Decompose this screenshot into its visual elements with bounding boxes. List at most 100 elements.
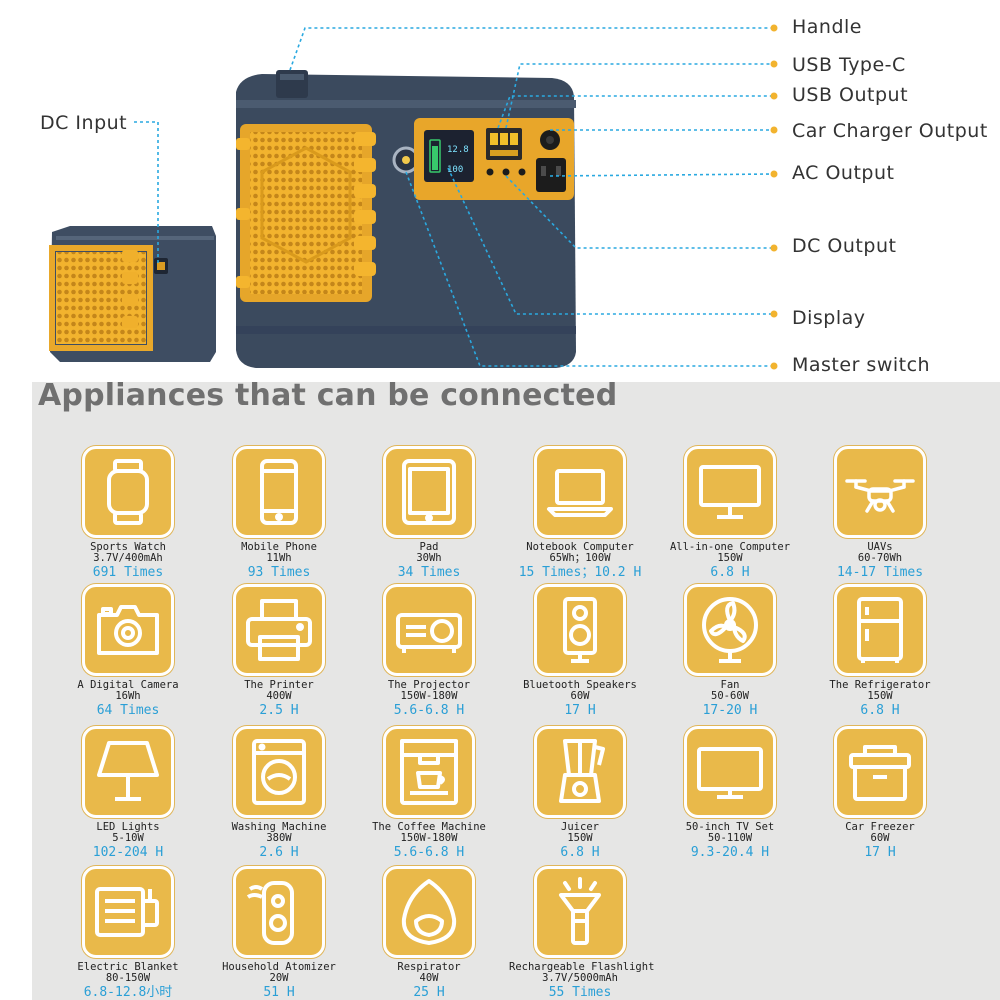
- appliance-spec: 150W: [567, 832, 593, 844]
- appliance-spec: 3.7V/5000mAh: [542, 972, 618, 984]
- appliance-spec: 5-10W: [112, 832, 144, 844]
- appliance-runtime: 17 H: [864, 845, 896, 860]
- appliance-icon-box: [383, 584, 475, 676]
- appliance-runtime: 102-204 H: [92, 845, 164, 860]
- appliance-runtime: 25 H: [413, 985, 445, 1000]
- speaker-icon: [563, 597, 597, 663]
- appliance-name: Notebook Computer: [526, 541, 634, 553]
- appliance-name: The Coffee Machine: [372, 821, 486, 833]
- appliance-icon-box: [534, 584, 626, 676]
- flashlight-icon: [559, 877, 601, 945]
- appliance-spec: 150W: [717, 552, 743, 564]
- appliance-name: All-in-one Computer: [669, 541, 791, 553]
- appliance-icon-box: [534, 446, 626, 538]
- display-readout-top: 12.8: [447, 145, 469, 155]
- appliance-spec: 50-110W: [707, 832, 753, 844]
- appliance-icon-box: [233, 446, 325, 538]
- appliance-icon-box: [834, 584, 926, 676]
- appliance-runtime: 55 Times: [548, 985, 612, 1000]
- callout-handle: Handle: [792, 16, 863, 38]
- callout-usb-output: USB Output: [792, 84, 909, 106]
- appliance-runtime: 5.6-6.8 H: [393, 845, 465, 860]
- drone-icon: [845, 479, 915, 513]
- appliance-spec: 60W: [870, 832, 890, 844]
- callout-car-charger-output: Car Charger Output: [792, 120, 988, 142]
- appliance-runtime: 5.6-6.8 H: [393, 703, 465, 718]
- projector-icon: [396, 613, 462, 653]
- appliance-spec: 16Wh: [115, 690, 141, 702]
- appliance-spec: 60-70Wh: [857, 552, 903, 564]
- appliance-name: The Refrigerator: [829, 679, 931, 691]
- callout-display: Display: [792, 307, 866, 329]
- washer-icon: [252, 739, 306, 805]
- appliance-runtime: 93 Times: [247, 565, 311, 580]
- callout-lines: [134, 27, 775, 367]
- appliance-runtime: 17 H: [564, 703, 596, 718]
- appliance-spec: 3.7V/400mAh: [93, 552, 163, 564]
- appliance-icon-box: [684, 446, 776, 538]
- appliance-runtime: 691 Times: [92, 565, 164, 580]
- appliance-icon-box: [233, 584, 325, 676]
- appliance-name: Respirator: [397, 961, 461, 973]
- appliance-icon-box: [684, 584, 776, 676]
- appliance-runtime: 15 Times；10.2 H: [518, 565, 642, 580]
- atomizer-icon: [246, 881, 294, 945]
- callout-dots: [770, 24, 778, 370]
- appliance-name: LED Lights: [96, 821, 160, 833]
- watch-icon: [107, 459, 149, 525]
- appliance-spec: 150W: [867, 690, 893, 702]
- side-view-unit: [49, 226, 216, 362]
- juicer-icon: [559, 739, 605, 803]
- appliance-runtime: 6.8 H: [560, 845, 600, 860]
- callout-dc-output: DC Output: [792, 235, 897, 257]
- lamp-icon: [97, 741, 159, 801]
- appliance-spec: 150W-180W: [400, 690, 458, 702]
- appliance-runtime: 2.5 H: [259, 703, 299, 718]
- appliance-spec: 80-150W: [105, 972, 151, 984]
- appliance-runtime: 14-17 Times: [836, 565, 924, 580]
- main-unit: 12.8 100: [236, 70, 576, 368]
- appliance-name: Electric Blanket: [77, 961, 179, 973]
- panel-title: Appliances that can be connected: [38, 378, 618, 413]
- blanket-icon: [95, 887, 159, 937]
- appliance-spec: 30Wh: [416, 552, 442, 564]
- appliance-icon-box: [383, 866, 475, 958]
- appliance-icon-box: [834, 446, 926, 538]
- respirator-icon: [401, 879, 457, 945]
- appliance-name: The Projector: [387, 679, 471, 691]
- appliance-name: 50-inch TV Set: [685, 821, 775, 833]
- appliance-icon-box: [684, 726, 776, 818]
- appliance-name: Household Atomizer: [222, 961, 336, 973]
- display-readout-bottom: 100: [447, 165, 463, 175]
- appliance-name: UAVs: [867, 541, 893, 553]
- phone-icon: [260, 459, 298, 525]
- fan-icon: [702, 597, 758, 663]
- tv-icon: [697, 747, 763, 799]
- callout-dc-input: DC Input: [40, 112, 128, 134]
- appliance-icon-box: [233, 866, 325, 958]
- callout-usb-type-c: USB Type-C: [792, 54, 906, 76]
- coffee-machine-icon: [400, 739, 458, 805]
- appliance-icon-box: [233, 726, 325, 818]
- camera-icon: [97, 605, 159, 655]
- appliance-runtime: 2.6 H: [259, 845, 299, 860]
- appliance-name: Juicer: [561, 821, 599, 833]
- appliance-name: Pad: [419, 541, 439, 553]
- appliance-icon-box: [383, 726, 475, 818]
